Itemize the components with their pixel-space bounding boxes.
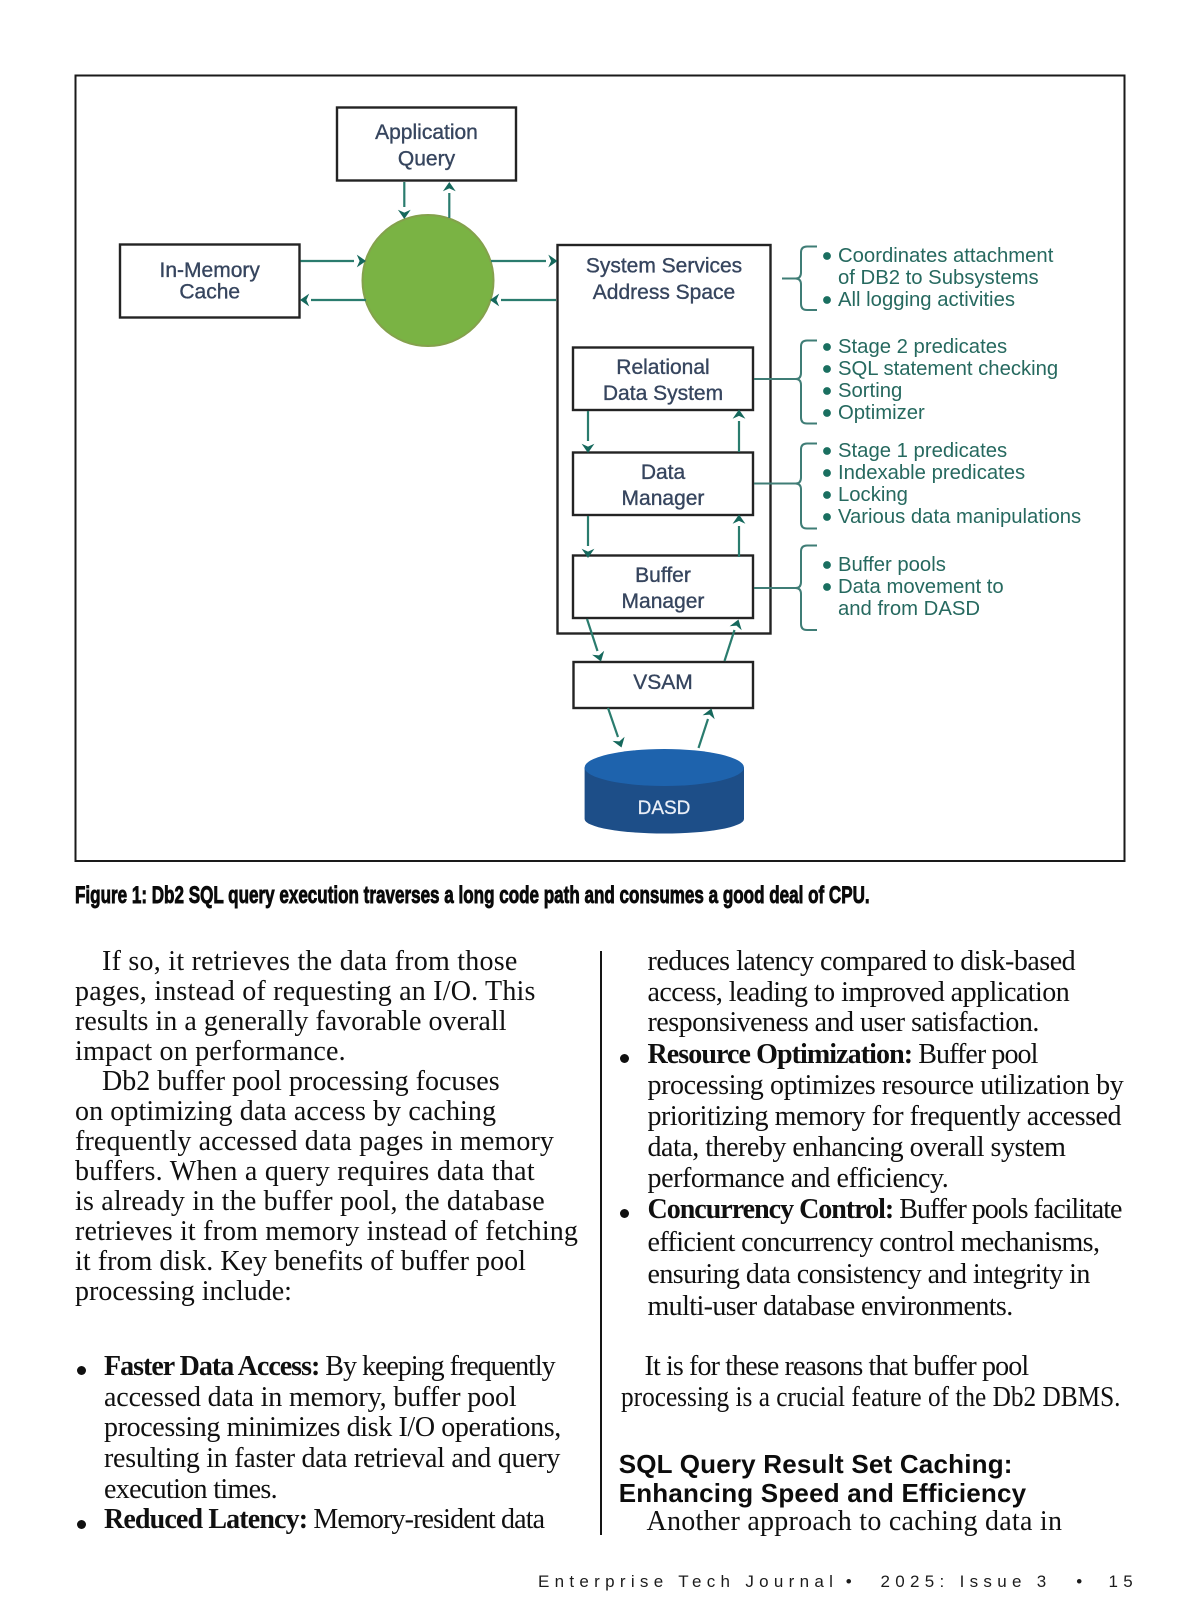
svg-text:Data: Data <box>641 461 686 484</box>
svg-text:VSAM: VSAM <box>633 671 693 694</box>
svg-text:System Services: System Services <box>586 255 742 278</box>
svg-text:Manager: Manager <box>622 487 705 510</box>
svg-text:Manager: Manager <box>622 590 705 613</box>
svg-text:Data System: Data System <box>603 382 723 405</box>
svg-text:Relational: Relational <box>616 356 709 379</box>
svg-text:Query: Query <box>398 148 456 171</box>
svg-text:Buffer: Buffer <box>635 564 691 587</box>
svg-text:Cache: Cache <box>179 281 240 304</box>
svg-text:Address Space: Address Space <box>593 281 735 304</box>
svg-text:Application: Application <box>375 121 478 144</box>
svg-text:In-Memory: In-Memory <box>160 259 261 282</box>
svg-text:DASD: DASD <box>638 798 691 819</box>
